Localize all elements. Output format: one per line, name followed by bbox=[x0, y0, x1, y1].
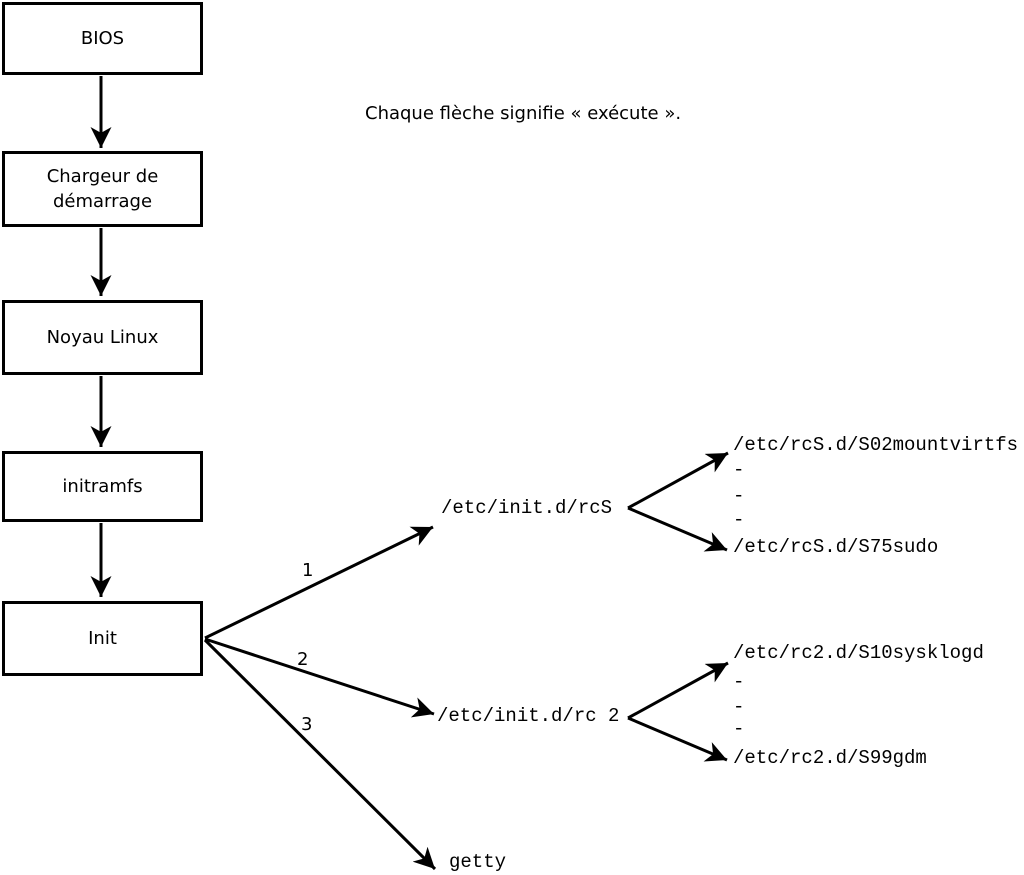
arrow-rcs-to-s02mountvirtfs bbox=[627, 451, 729, 510]
node-init: Init bbox=[2, 601, 203, 676]
node-bios: BIOS bbox=[2, 2, 203, 75]
node-init-label: Init bbox=[88, 628, 117, 649]
rcs-child-s75sudo: /etc/rcS.d/S75sudo bbox=[733, 536, 939, 558]
rc2-child-s99gdm: /etc/rc2.d/S99gdm bbox=[733, 747, 927, 769]
rcs-child-ellipsis-dash: - bbox=[733, 459, 745, 481]
rc2-child-ellipsis-dash: - bbox=[733, 718, 745, 740]
target-init-d-rcs: /etc/init.d/rcS bbox=[441, 497, 613, 519]
rcs-child-ellipsis-dash: - bbox=[733, 509, 745, 531]
target-getty: getty bbox=[449, 851, 507, 873]
rc2-child-ellipsis-dash: - bbox=[733, 671, 745, 693]
target-init-d-rc2: /etc/init.d/rc 2 bbox=[437, 705, 620, 727]
arrow-rcs-to-s75sudo bbox=[627, 506, 728, 552]
node-bios-label: BIOS bbox=[80, 28, 125, 49]
branch-1-number: 1 bbox=[302, 560, 314, 581]
arrow-rc2-to-s10sysklogd bbox=[627, 661, 729, 720]
node-kernel: Noyau Linux bbox=[2, 300, 203, 375]
branch-3-number: 3 bbox=[301, 714, 313, 735]
node-bootloader: Chargeur de démarrage bbox=[2, 151, 203, 227]
node-initramfs-label: initramfs bbox=[62, 476, 143, 497]
rcs-child-s02mountvirtfs: /etc/rcS.d/S02mountvirtfs bbox=[733, 434, 1019, 456]
arrow-init-branch-3-getty bbox=[203, 638, 437, 871]
node-bootloader-label: Chargeur de démarrage bbox=[46, 166, 159, 212]
arrow-init-branch-1-rcs bbox=[204, 525, 434, 640]
rcs-child-ellipsis-dash: - bbox=[733, 485, 745, 507]
arrow-rc2-to-s99gdm bbox=[627, 716, 728, 762]
diagram-caption: Chaque flèche signifie « exécute ». bbox=[365, 103, 682, 124]
arrow-init-branch-2-rc2 bbox=[204, 637, 435, 718]
branch-2-number: 2 bbox=[297, 649, 309, 670]
rc2-child-s10sysklogd: /etc/rc2.d/S10sysklogd bbox=[733, 642, 984, 664]
node-kernel-label: Noyau Linux bbox=[46, 327, 159, 348]
node-initramfs: initramfs bbox=[2, 451, 203, 522]
rc2-child-ellipsis-dash: - bbox=[733, 696, 745, 718]
